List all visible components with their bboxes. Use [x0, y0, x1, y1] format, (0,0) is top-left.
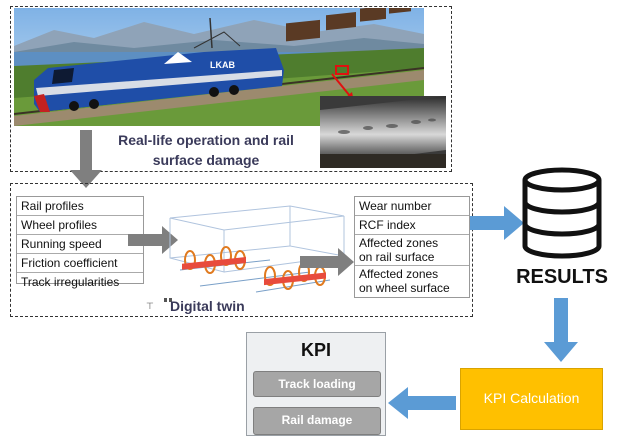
locomotive-logo: LKAB	[210, 60, 235, 70]
output-results-table: Wear number RCF index Affected zones on …	[354, 196, 470, 298]
output-wheel-zones: Affected zones on wheel surface	[359, 267, 450, 295]
operation-caption: Real-life operation and rail surface dam…	[106, 130, 306, 170]
output-wear-number: Wear number	[355, 197, 469, 216]
operation-frame	[10, 6, 452, 172]
arrow-right-blue	[470, 206, 524, 240]
operation-caption-line1: Real-life operation and rail	[118, 132, 294, 148]
kpi-item-rail-damage: Rail damage	[253, 407, 381, 435]
input-parameters-table: Rail profiles Wheel profiles Running spe…	[16, 196, 144, 289]
digital-twin-label: Digital twin	[170, 298, 245, 314]
output-rcf-index: RCF index	[355, 216, 469, 235]
input-running-speed: Running speed	[17, 235, 143, 254]
vehicle-model-drawing	[164, 205, 345, 302]
results-label: RESULTS	[516, 266, 608, 288]
axes-icon: ⊤	[146, 301, 154, 311]
input-track-irregularities: Track irregularities	[21, 275, 120, 289]
arrow-down-gray	[70, 130, 102, 188]
kpi-panel: KPI Track loading Rail damage	[246, 332, 386, 436]
kpi-item-track-loading: Track loading	[253, 371, 381, 397]
arrow-left-blue	[388, 387, 456, 419]
operation-caption-line2: surface damage	[152, 152, 260, 168]
output-rail-zones: Affected zones on rail surface	[355, 235, 469, 266]
kpi-calculation-box: KPI Calculation	[460, 368, 603, 430]
input-friction-coefficient: Friction coefficient	[17, 254, 143, 273]
arrow-down-blue	[544, 298, 578, 362]
rail-damage-photo	[320, 96, 446, 168]
arrow-right-gray-1	[128, 226, 178, 254]
database-icon	[522, 167, 602, 259]
digital-twin-frame	[10, 183, 473, 317]
digital-twin-label-group: ⊤ Digital twin	[146, 298, 286, 316]
input-wheel-profiles: Wheel profiles	[17, 216, 143, 235]
damage-marker	[335, 65, 349, 75]
kpi-title: KPI	[300, 340, 331, 360]
arrow-right-gray-2	[300, 248, 354, 276]
input-rail-profiles: Rail profiles	[17, 197, 143, 216]
